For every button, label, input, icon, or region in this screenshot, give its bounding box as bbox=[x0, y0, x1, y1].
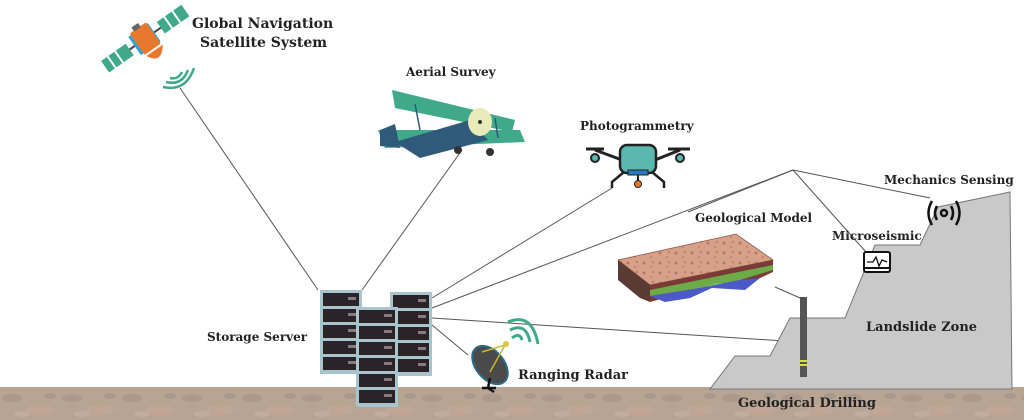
line-drill-storage bbox=[431, 317, 801, 343]
satellite-icon bbox=[101, 4, 190, 73]
server-unit bbox=[359, 390, 395, 403]
label-geological-drilling: Geological Drilling bbox=[738, 396, 876, 411]
server-indicator bbox=[348, 329, 356, 332]
server-indicator bbox=[348, 361, 356, 364]
server-unit bbox=[359, 374, 395, 387]
server-indicator bbox=[418, 331, 426, 334]
label-gnss-line1: Global Navigation bbox=[192, 16, 334, 32]
label-storage-server: Storage Server bbox=[207, 330, 308, 344]
server-indicator bbox=[348, 297, 356, 300]
server-indicator bbox=[384, 330, 392, 333]
server-indicator bbox=[418, 347, 426, 350]
line-hub-storage bbox=[431, 169, 794, 309]
line-aerial-storage bbox=[361, 149, 463, 291]
server-indicator bbox=[348, 313, 356, 316]
label-geological-model: Geological Model bbox=[695, 211, 813, 225]
server-indicator bbox=[418, 363, 426, 366]
label-gnss-line2: Satellite System bbox=[200, 35, 328, 51]
server-indicator bbox=[384, 314, 392, 317]
server-unit bbox=[323, 357, 359, 370]
server-indicator bbox=[348, 345, 356, 348]
server-unit bbox=[393, 343, 429, 356]
storage-server-icon bbox=[320, 290, 432, 407]
label-microseismic: Microseismic bbox=[832, 229, 922, 243]
server-unit bbox=[323, 341, 359, 354]
server-indicator bbox=[418, 315, 426, 318]
server-indicator bbox=[384, 394, 392, 397]
label-ranging-radar: Ranging Radar bbox=[518, 368, 628, 383]
server-indicator bbox=[384, 378, 392, 381]
radar-dish-icon bbox=[471, 341, 509, 394]
server-unit bbox=[323, 293, 359, 306]
label-aerial-survey: Aerial Survey bbox=[406, 65, 496, 79]
server-unit bbox=[323, 325, 359, 338]
server-unit bbox=[393, 295, 429, 308]
line-photogrammetry-storage bbox=[431, 187, 613, 299]
line-radar-storage bbox=[431, 324, 469, 356]
radar-waves-icon bbox=[507, 318, 540, 345]
drone-icon bbox=[586, 143, 690, 188]
line-hub-geomodel bbox=[687, 169, 794, 213]
server-unit bbox=[359, 310, 395, 323]
geological-model-icon bbox=[617, 233, 774, 302]
label-mechanics-sensing: Mechanics Sensing bbox=[884, 173, 1014, 187]
line-geomodel-drill bbox=[774, 286, 801, 299]
line-hub-microseismic bbox=[792, 169, 867, 253]
label-landslide-zone: Landslide Zone bbox=[866, 320, 978, 335]
server-unit bbox=[359, 358, 395, 371]
landslide-slope bbox=[708, 191, 1013, 390]
server-unit bbox=[393, 359, 429, 372]
label-photogrammetry: Photogrammetry bbox=[580, 119, 694, 133]
line-hub-mechanics bbox=[792, 169, 931, 199]
line-gnss-storage bbox=[179, 87, 319, 291]
server-indicator bbox=[384, 362, 392, 365]
server-unit bbox=[323, 309, 359, 322]
server-indicator bbox=[384, 346, 392, 349]
ground-strip bbox=[0, 387, 1024, 420]
signal-waves-icon bbox=[162, 67, 196, 90]
biplane-icon bbox=[378, 90, 525, 158]
server-unit bbox=[359, 326, 395, 339]
server-unit bbox=[359, 342, 395, 355]
server-indicator bbox=[418, 299, 426, 302]
server-unit bbox=[393, 327, 429, 340]
microseismic-monitor-icon bbox=[863, 251, 891, 273]
mechanics-sensor-icon bbox=[927, 200, 961, 226]
server-unit bbox=[393, 311, 429, 324]
drilling-rod bbox=[800, 297, 807, 377]
connection-lines bbox=[179, 87, 931, 356]
